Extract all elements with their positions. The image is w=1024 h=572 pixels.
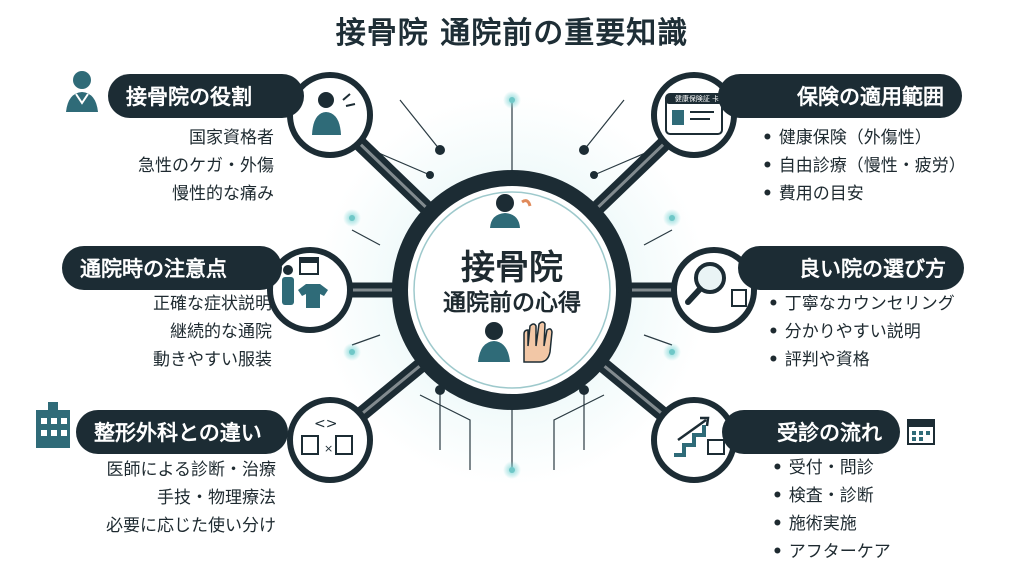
doctor-icon [66,71,98,112]
list-item: アフターケア [772,538,972,566]
svg-text:×: × [324,442,333,455]
hand-icon [523,321,553,363]
insurance-card-icon [665,93,723,135]
list-item: 評判や資格 [768,346,1008,374]
list-item: 正確な症状説明 [153,294,272,314]
list-visit-notes: 正確な症状説明 継続的な通院 動きやすい服装 [50,290,272,374]
list-item: 分かりやすい説明 [768,318,1008,346]
list-choose-clinic: 丁寧なカウンセリング 分かりやすい説明 評判や資格 [768,290,1008,374]
list-item: 健康保険（外傷性） [762,124,1002,152]
heading-flow: 受診の流れ [722,410,900,454]
circuit-lines [351,99,673,470]
list-item: 動きやすい服装 [153,350,272,370]
junction-nodes [395,145,629,408]
heading-insurance: 保険の適用範囲 [718,74,962,118]
glow-dots [343,91,681,479]
hospital-icon [36,402,70,448]
list-role: 国家資格者 急性のケガ・外傷 慢性的な痛み [60,124,274,208]
list-item: 急性のケガ・外傷 [138,156,274,176]
svg-text:<>: <> [314,416,337,432]
list-item: 手技・物理療法 [157,488,276,508]
calendar-icon [907,419,935,445]
list-orthopedics: 医師による診断・治療 手技・物理療法 必要に応じた使い分け [40,456,276,540]
list-item: 継続的な通院 [170,322,272,342]
center-title: 接骨院 [461,248,563,288]
clothing-calendar-icon [282,257,328,308]
heading-visit-notes: 通院時の注意点 [62,246,282,290]
list-item: 自由診療（慢性・疲労） [762,152,1002,180]
list-item: 施術実施 [772,510,972,538]
heading-orthopedics: 整形外科との違い [76,410,288,454]
heading-role: 接骨院の役割 [108,74,304,118]
list-item: 丁寧なカウンセリング [768,290,1008,318]
heading-choose-clinic: 良い院の選び方 [738,246,964,290]
page-title: 接骨院 通院前の重要知識 [335,16,689,51]
list-item: 必要に応じた使い分け [106,516,276,536]
center-subtitle: 通院前の心得 [443,290,581,316]
staff-icon [478,322,510,362]
stairs-flow-icon [674,416,725,457]
list-item: 受付・問診 [772,454,972,482]
therapist-icon [312,92,356,135]
list-flow: 受付・問診 検査・診断 施術実施 アフターケア [772,454,972,566]
compare-icon: <> × [301,416,353,455]
list-item: 検査・診断 [772,482,972,510]
list-item: 医師による診断・治療 [106,460,277,480]
insurance-card-label: 健康保険証 卡 [674,95,720,103]
list-item: 費用の目安 [762,180,1002,208]
magnifier-icon [685,262,747,307]
list-item: 国家資格者 [189,128,274,148]
list-insurance: 健康保険（外傷性） 自由診療（慢性・疲労） 費用の目安 [762,124,1002,208]
list-item: 慢性的な痛み [172,184,274,204]
patient-icon [490,194,532,228]
